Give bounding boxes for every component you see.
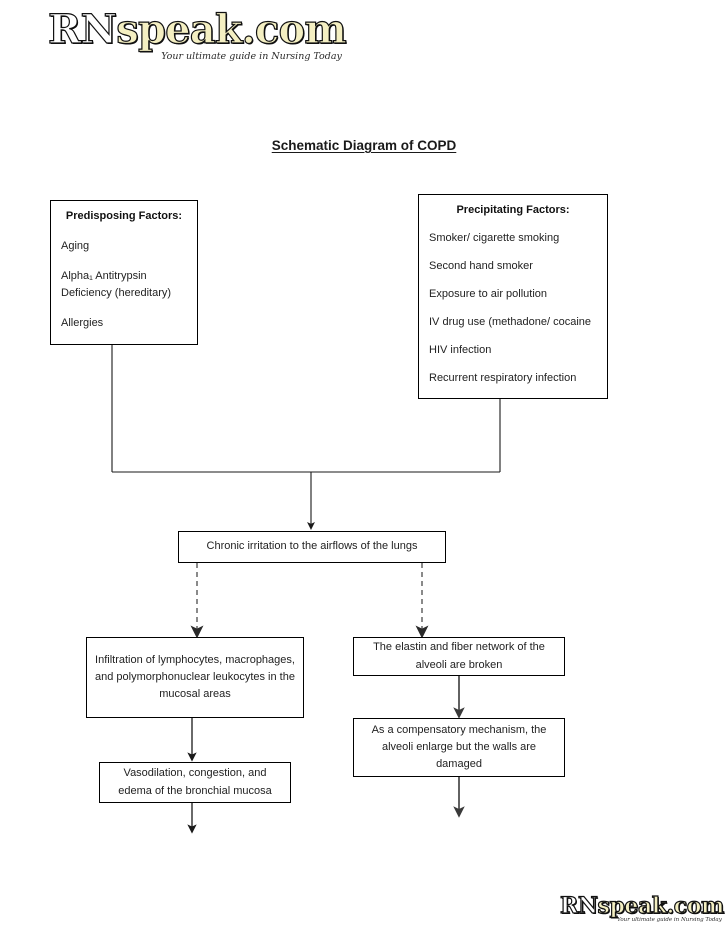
box-infiltration-text: Infiltration of lymphocytes, macrophages… — [95, 653, 295, 701]
box-predisposing-heading: Predisposing Factors: — [65, 210, 183, 222]
box-chronic-irritation: Chronic irritation to the airflows of th… — [178, 531, 446, 563]
precipitating-item-4: HIV infection — [429, 344, 492, 357]
precipitating-item-0: Smoker/ cigarette smoking — [429, 232, 560, 245]
box-elastin-network: The elastin and fiber network of the alv… — [353, 637, 565, 676]
logo-speak-text: speak.com — [116, 6, 348, 53]
page-title: Schematic Diagram of COPD — [271, 138, 457, 153]
logo-tagline: Your ultimate guide in Nursing Today — [161, 51, 342, 62]
predisposing-item-1: Alpha₁ Antitrypsin Deficiency (hereditar… — [61, 270, 172, 300]
box-vasodilation-text: Vasodilation, congestion, and edema of t… — [118, 767, 272, 797]
box-compensatory-text: As a compensatory mechanism, the alveoli… — [371, 723, 547, 771]
box-chronic-irritation-text: Chronic irritation to the airflows of th… — [206, 540, 418, 553]
box-precipitating-factors: Precipitating Factors: Smoker/ cigarette… — [418, 194, 608, 399]
predisposing-item-2: Allergies — [61, 317, 104, 330]
precipitating-item-3: IV drug use (methadone/ cocaine — [429, 316, 592, 329]
precipitating-item-1: Second hand smoker — [429, 260, 533, 273]
box-vasodilation: Vasodilation, congestion, and edema of t… — [99, 762, 291, 803]
box-infiltration: Infiltration of lymphocytes, macrophages… — [86, 637, 304, 718]
box-compensatory-mechanism: As a compensatory mechanism, the alveoli… — [353, 718, 565, 777]
logo-rn-text-bottom: RN — [559, 893, 598, 919]
box-predisposing-factors: Predisposing Factors: Aging Alpha₁ Antit… — [50, 200, 198, 345]
predisposing-item-0: Aging — [61, 240, 90, 253]
logo-wordmark: RNspeak.com — [47, 9, 347, 50]
precipitating-item-2: Exposure to air pollution — [429, 288, 548, 301]
rnspeak-logo-top: RNspeak.com Your ultimate guide in Nursi… — [47, 9, 347, 62]
logo-wordmark-bottom: RNspeak.com — [559, 893, 725, 919]
rnspeak-logo-bottom: RNspeak.com Your ultimate guide in Nursi… — [559, 893, 725, 924]
box-precipitating-heading: Precipitating Factors: — [456, 204, 570, 216]
logo-rn-text: RN — [47, 6, 117, 53]
box-elastin-text: The elastin and fiber network of the alv… — [373, 641, 545, 671]
logo-speak-text-bottom: speak.com — [597, 893, 725, 919]
precipitating-item-5: Recurrent respiratory infection — [429, 372, 577, 385]
logo-tagline-bottom: Your ultimate guide in Nursing Today — [617, 917, 722, 923]
